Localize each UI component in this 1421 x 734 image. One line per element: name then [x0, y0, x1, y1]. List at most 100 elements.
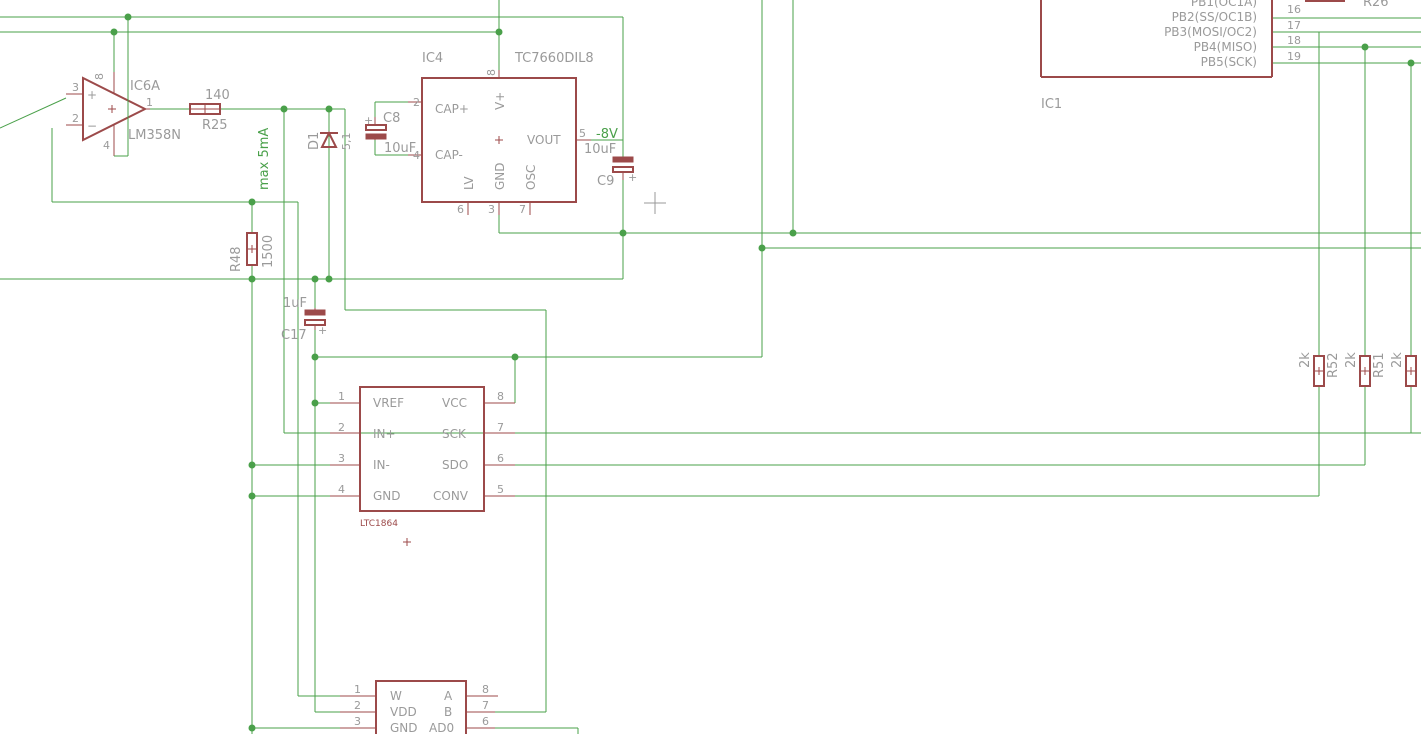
r51-name: R51: [1372, 352, 1387, 378]
ic4-name: IC4: [422, 51, 443, 66]
ic1-pin-num-19: 19: [1287, 50, 1301, 63]
chip-ic1[interactable]: IC1 PB1(OC1A) PB2(SS/OC1B) PB3(MOSI/OC2)…: [1040, 0, 1301, 112]
junctions: [110, 13, 1415, 732]
pot-pin-num-3: 3: [354, 715, 361, 728]
opamp-minus-sign: −: [87, 119, 97, 133]
ic4-pin-num-7: 7: [519, 203, 526, 216]
ltc-pin-num-6: 6: [497, 452, 504, 465]
ic1-pin-num-16: 16: [1287, 3, 1301, 16]
ltc-pin-sck: SCK: [442, 427, 467, 441]
net-label-negative-8v: -8V: [596, 127, 618, 142]
capacitor-c8[interactable]: + C8 10uF: [364, 111, 416, 156]
ic4-pin-gnd: GND: [493, 162, 507, 190]
r53-value: 2k: [1390, 352, 1405, 368]
ltc-pin-num-8: 8: [497, 390, 504, 403]
r51-value: 2k: [1344, 352, 1359, 368]
ic4-value: TC7660DIL8: [514, 51, 594, 66]
resistor-r25[interactable]: 140 R25: [189, 88, 230, 133]
ic1-pin-pb3: PB3(MOSI/OC2): [1164, 25, 1257, 39]
ic1-pin-num-17: 17: [1287, 19, 1301, 32]
ltc-pin-in-plus: IN+: [373, 427, 396, 441]
c17-value: 1uF: [283, 296, 307, 311]
ltc-pin-num-3: 3: [338, 452, 345, 465]
r52-value: 2k: [1298, 352, 1313, 368]
ic1-pin-pb4: PB4(MISO): [1194, 40, 1257, 54]
r48-value: 1500: [261, 235, 276, 268]
ltc-pin-num-4: 4: [338, 483, 345, 496]
ltc-pin-conv: CONV: [433, 489, 469, 503]
ic4-pin-num-5: 5: [579, 127, 586, 140]
c9-plus-sign: +: [628, 171, 637, 184]
c9-name: C9: [597, 174, 614, 189]
opamp-pin-8: 8: [93, 73, 106, 80]
net-label-max-current: max 5mA: [257, 128, 272, 190]
ic1-pin-num-18: 18: [1287, 34, 1301, 47]
ltc-pin-num-7: 7: [497, 421, 504, 434]
pot-pin-vdd: VDD: [390, 705, 417, 719]
ic4-pin-num-8: 8: [485, 69, 498, 76]
ic4-pin-num-4: 4: [413, 149, 420, 162]
ltc-pin-gnd: GND: [373, 489, 401, 503]
ic1-name: IC1: [1041, 97, 1062, 112]
capacitor-c17[interactable]: + 1uF C17: [281, 296, 327, 343]
ltc-pin-num-1: 1: [338, 390, 345, 403]
ltc-pin-vcc: VCC: [442, 396, 467, 410]
capacitor-c9[interactable]: + 10uF C9: [584, 142, 637, 189]
ltc-pin-num-2: 2: [338, 421, 345, 434]
ic4-pin-osc: OSC: [524, 165, 538, 190]
pot-pin-num-6: 6: [482, 715, 489, 728]
resistor-r53-partial[interactable]: 2k: [1390, 352, 1417, 387]
d1-value: 5,1: [340, 133, 353, 151]
ic4-pin-num-2: 2: [413, 96, 420, 109]
opamp-pin-1: 1: [146, 96, 153, 109]
c8-plus-sign: +: [364, 114, 373, 127]
r48-name: R48: [229, 246, 244, 272]
ltc-value: LTC1864: [360, 519, 398, 529]
pot-pin-w: W: [390, 689, 402, 703]
zener-diode-d1[interactable]: D1 5,1: [307, 130, 353, 151]
resistor-r26-partial[interactable]: R26: [1305, 0, 1389, 10]
pot-pin-num-2: 2: [354, 699, 361, 712]
r52-name: R52: [1326, 352, 1341, 378]
opamp-ic6a[interactable]: + − 3 2 1 8 4 IC6A LM358N: [66, 72, 181, 157]
r25-name: R25: [202, 118, 228, 133]
ic4-pin-cap-minus: CAP-: [435, 148, 463, 162]
pot-pin-num-7: 7: [482, 699, 489, 712]
c17-name: C17: [281, 328, 307, 343]
chip-ltc1864[interactable]: VREF IN+ IN- GND VCC SCK SDO CONV 1 2 3 …: [330, 386, 515, 546]
ic1-pin-pb5: PB5(SCK): [1201, 55, 1257, 69]
chip-digital-pot[interactable]: W VDD GND A B AD0 1 2 3 8 7 6: [340, 680, 498, 734]
c8-value: 10uF: [384, 141, 416, 156]
ic4-pin-vout: VOUT: [527, 133, 561, 147]
crosshair-cursor-icon: [644, 192, 666, 214]
ltc-pin-vref: VREF: [373, 396, 404, 410]
pot-pin-num-1: 1: [354, 683, 361, 696]
pot-pin-b: B: [444, 705, 452, 719]
ic4-pin-num-6: 6: [457, 203, 464, 216]
pot-pin-ad0: AD0: [429, 721, 454, 734]
chip-ic4[interactable]: IC4 TC7660DIL8 CAP+ CAP- VOUT V+ LV GND …: [408, 51, 594, 216]
ic4-pin-lv: LV: [462, 176, 476, 190]
pot-pin-num-8: 8: [482, 683, 489, 696]
resistor-r51[interactable]: 2k R51: [1344, 352, 1387, 387]
ic4-pin-vplus: V+: [493, 92, 507, 110]
opamp-plus-sign: +: [87, 88, 97, 102]
ltc-pin-in-minus: IN-: [373, 458, 390, 472]
ltc-pin-sdo: SDO: [442, 458, 468, 472]
ltc-pin-num-5: 5: [497, 483, 504, 496]
c9-value: 10uF: [584, 142, 616, 157]
opamp-pin-3: 3: [72, 81, 79, 94]
opamp-pin-2: 2: [72, 112, 79, 125]
ic4-pin-cap-plus: CAP+: [435, 102, 469, 116]
r26-name: R26: [1363, 0, 1389, 10]
ic1-pin-pb1: PB1(OC1A): [1191, 0, 1257, 9]
pot-pin-a: A: [444, 689, 453, 703]
pot-pin-gnd: GND: [390, 721, 418, 734]
resistor-r52[interactable]: 2k R52: [1298, 352, 1341, 387]
opamp-pin-4: 4: [103, 139, 110, 152]
opamp-name: IC6A: [130, 79, 160, 94]
opamp-value: LM358N: [128, 128, 181, 143]
resistor-r48[interactable]: R48 1500: [229, 232, 276, 272]
